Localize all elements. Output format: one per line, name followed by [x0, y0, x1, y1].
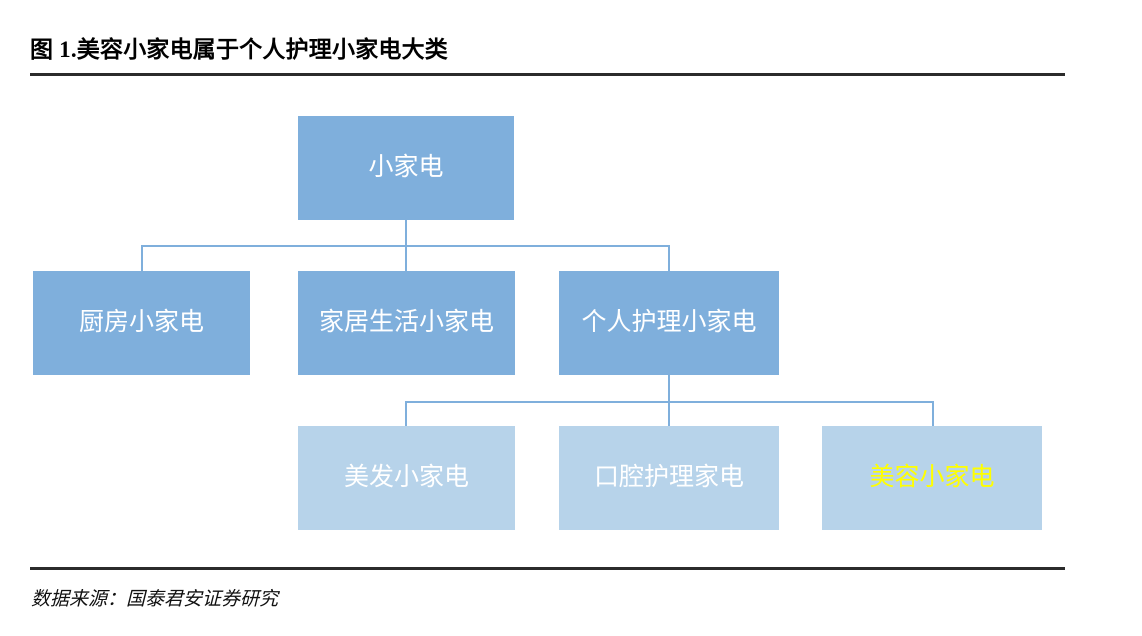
- node-oral-care-appliances[interactable]: 口腔护理家电: [559, 426, 779, 530]
- connector-personal-stem: [668, 375, 670, 402]
- node-hair-appliances-label: 美发小家电: [343, 464, 469, 492]
- footer-divider: [30, 567, 1065, 570]
- node-kitchen-appliances-label: 厨房小家电: [78, 309, 204, 337]
- connector-drop-oral: [668, 401, 670, 427]
- node-beauty-appliances[interactable]: 美容小家电: [822, 426, 1042, 530]
- node-hair-appliances[interactable]: 美发小家电: [298, 426, 515, 530]
- connector-root-stem: [405, 220, 407, 246]
- node-root-label: 小家电: [368, 154, 444, 182]
- connector-drop-home: [405, 245, 407, 271]
- node-personal-care-appliances-label: 个人护理小家电: [581, 309, 757, 337]
- node-home-living-appliances[interactable]: 家居生活小家电: [298, 271, 515, 375]
- connector-drop-hair: [405, 401, 407, 427]
- node-personal-care-appliances[interactable]: 个人护理小家电: [559, 271, 779, 375]
- node-oral-care-appliances-label: 口腔护理家电: [593, 464, 744, 492]
- node-kitchen-appliances[interactable]: 厨房小家电: [33, 271, 250, 375]
- node-home-living-appliances-label: 家居生活小家电: [318, 309, 494, 337]
- node-beauty-appliances-label: 美容小家电: [869, 464, 995, 492]
- figure-title: 图 1.美容小家电属于个人护理小家电大类: [30, 37, 448, 62]
- title-divider: [30, 73, 1065, 76]
- node-root[interactable]: 小家电: [298, 116, 514, 220]
- connector-drop-personal: [668, 245, 670, 271]
- source-note: 数据来源：国泰君安证券研究: [31, 589, 279, 610]
- connector-drop-beauty: [932, 401, 934, 427]
- connector-drop-kitchen: [141, 245, 143, 271]
